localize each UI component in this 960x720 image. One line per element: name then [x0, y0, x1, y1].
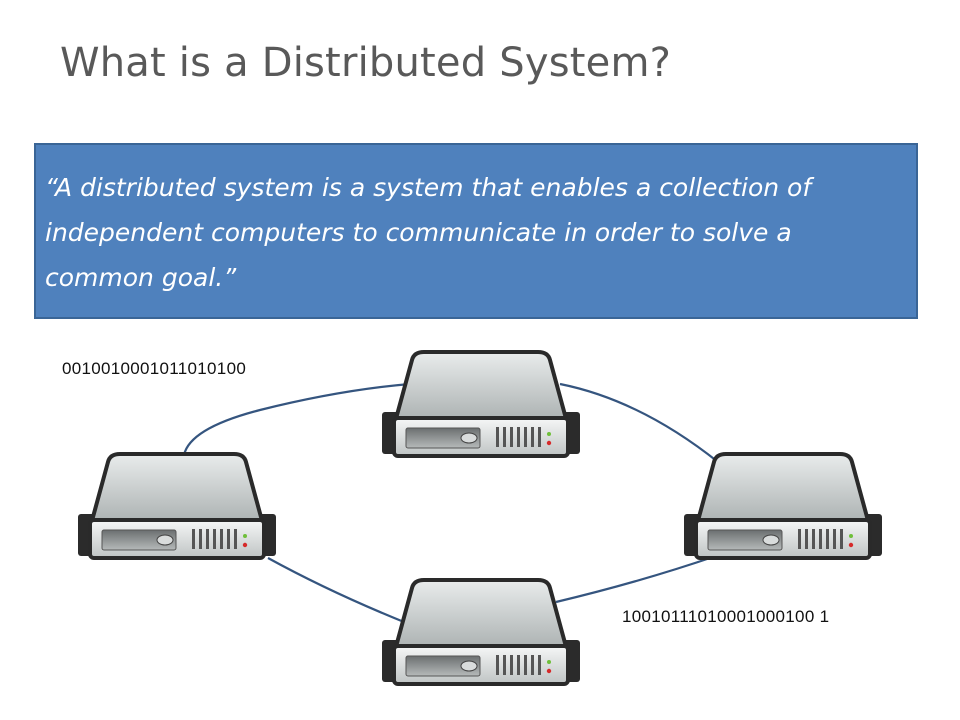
definition-quote-text: “A distributed system is a system that e…	[45, 173, 812, 292]
server-right-icon	[682, 452, 884, 560]
definition-quote-box: “A distributed system is a system that e…	[34, 143, 918, 319]
network-links	[182, 382, 719, 624]
link-top-right	[559, 382, 719, 463]
bitstream-label-right: 10010111010001000100 1	[622, 607, 830, 626]
link-right-bottom	[555, 554, 717, 604]
server-bottom-icon	[380, 578, 582, 686]
server-left-icon	[76, 452, 278, 560]
slide-title: What is a Distributed System?	[60, 40, 672, 86]
link-left-top	[182, 382, 411, 456]
link-bottom-left	[267, 557, 405, 624]
bitstream-label-left: 0010010001011010100	[62, 359, 247, 378]
server-top-icon	[380, 350, 582, 458]
